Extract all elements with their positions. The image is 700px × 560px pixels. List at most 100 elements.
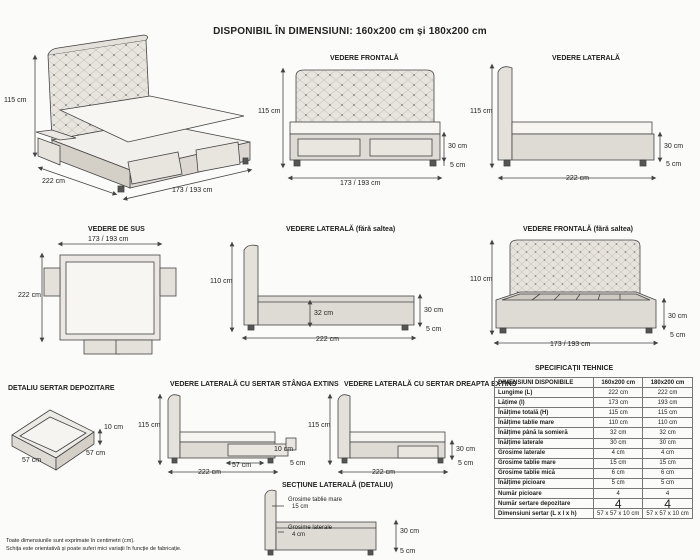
- dim-snm-side: 30 cm: [424, 307, 444, 314]
- spec-value: 5 cm: [592, 477, 644, 490]
- spec-value: 4: [592, 498, 644, 510]
- spec-value: 115 cm: [592, 407, 644, 419]
- spec-value: 193 cm: [642, 397, 693, 409]
- spec-name: Înălțime tablie mare: [494, 417, 594, 429]
- dim-snm-base: 32 cm: [314, 310, 334, 317]
- label-specs: SPECIFICAȚII TEHNICE: [535, 365, 614, 372]
- spec-value: 222 cm: [642, 387, 693, 399]
- label-side-right-drawer: VEDERE LATERALĂ CU SERTAR DREAPTA EXTINS: [344, 381, 517, 388]
- spec-name: Înălțime laterale: [494, 437, 594, 449]
- dim-snm-height: 110 cm: [210, 278, 233, 285]
- dim-side-side: 30 cm: [664, 143, 684, 150]
- spec-name: Lățime (l): [494, 397, 594, 409]
- page-title: DISPONIBIL ÎN DIMENSIUNI: 160x200 cm și …: [213, 26, 487, 37]
- spec-value: 15 cm: [592, 457, 644, 469]
- dim-sec-side-thickness: 4 cm: [292, 532, 306, 538]
- dim-sr-leg: 5 cm: [458, 460, 474, 467]
- dim-sl-length: 222 cm: [198, 469, 221, 476]
- drawer-detail-drawing: [11, 409, 95, 471]
- spec-value: 15 cm: [642, 457, 693, 469]
- side-right-drawer-bed: [337, 394, 446, 464]
- dim-drawer-width: 57 cm: [86, 450, 106, 457]
- dim-sl-height: 115 cm: [138, 422, 161, 429]
- specs-header-row: DIMENSIUNI DISPONIBILE 160x200 cm 180x20…: [494, 376, 693, 389]
- dim-drawer-length: 57 cm: [22, 457, 42, 464]
- dim-sr-height: 115 cm: [308, 422, 331, 429]
- specs-header-cell: 180x200 cm: [642, 376, 693, 389]
- dim-sr-length: 222 cm: [372, 469, 395, 476]
- dim-side-length: 222 cm: [566, 175, 589, 182]
- dim-line-perspective-width: [122, 168, 253, 201]
- spec-value: 4 cm: [642, 447, 693, 459]
- top-view-bed: [43, 254, 177, 355]
- section-detail-drawing: [264, 489, 377, 556]
- dim-snm-length: 222 cm: [316, 336, 339, 343]
- dim-front-side: 30 cm: [448, 143, 468, 150]
- dim-sec-frame: 15 cm: [292, 504, 309, 510]
- label-side-thickness: Grosime laterale: [288, 525, 333, 531]
- dim-sl-side: 10 cm: [274, 446, 294, 453]
- spec-value: 32 cm: [592, 427, 644, 439]
- dim-sl-drawer: 57 cm: [232, 462, 252, 469]
- dim-front-height: 115 cm: [258, 108, 281, 115]
- spec-value: 110 cm: [592, 417, 644, 429]
- label-front-no-mattress: VEDERE FRONTALĂ (fără saltea): [523, 226, 633, 233]
- spec-name: Dimensiuni sertar (L x l x h): [494, 508, 594, 520]
- spec-value: 173 cm: [592, 397, 644, 409]
- label-side-view: VEDERE LATERALĂ: [552, 55, 620, 62]
- spec-name: Grosime tablie mică: [494, 467, 594, 479]
- dim-sr-side: 30 cm: [456, 446, 476, 453]
- spec-value: 4: [642, 498, 693, 510]
- label-top-view: VEDERE DE SUS: [88, 226, 145, 233]
- spec-value: 110 cm: [642, 417, 693, 429]
- dim-top-length: 222 cm: [18, 292, 41, 299]
- spec-name: Grosime tablie mare: [494, 457, 594, 469]
- side-view-bed: [497, 66, 655, 167]
- dim-fnm-height: 110 cm: [470, 276, 493, 283]
- dim-fnm-width: 173 / 193 cm: [550, 341, 591, 348]
- spec-name: Număr sertare depozitare: [494, 498, 594, 510]
- dim-side-height: 115 cm: [470, 108, 493, 115]
- footnote: Toate dimensiunile sunt exprimate în cen…: [6, 538, 135, 544]
- dim-sec-leg: 5 cm: [400, 548, 416, 555]
- label-section-detail: SECȚIUNE LATERALĂ (DETALIU): [282, 482, 393, 489]
- side-view-no-mattress-bed: [243, 244, 415, 331]
- spec-value: 30 cm: [642, 437, 693, 449]
- dim-snm-leg: 5 cm: [426, 326, 442, 333]
- spec-value: 6 cm: [592, 467, 644, 479]
- dim-front-leg: 5 cm: [450, 162, 466, 169]
- spec-name: Înălțime până la somieră: [494, 427, 594, 439]
- label-front-view: VEDERE FRONTALĂ: [330, 55, 399, 62]
- footnote: Schița este orientativă și poate suferi …: [6, 546, 182, 552]
- dim-sec-side: 30 cm: [400, 528, 420, 535]
- label-drawer-detail: DETALIU SERTAR DEPOZITARE: [8, 385, 115, 392]
- table-row: Dimensiuni sertar (L x l x h)57 x 57 x 1…: [494, 508, 693, 520]
- specs-header-cell: DIMENSIUNI DISPONIBILE: [494, 376, 594, 389]
- dim-perspective-height: 115 cm: [4, 97, 27, 104]
- spec-value: 57 x 57 x 10 cm: [642, 508, 693, 520]
- spec-name: Număr picioare: [494, 488, 594, 500]
- spec-value: 222 cm: [592, 387, 644, 399]
- dim-front-width: 173 / 193 cm: [340, 180, 381, 187]
- dim-fnm-side: 30 cm: [668, 313, 688, 320]
- label-side-no-mattress: VEDERE LATERALĂ (fără saltea): [286, 226, 396, 233]
- spec-value: 57 x 57 x 10 cm: [592, 508, 644, 520]
- dim-perspective-length: 222 cm: [42, 178, 65, 185]
- front-view-no-mattress-bed: [495, 239, 657, 334]
- dim-side-leg: 5 cm: [666, 161, 682, 168]
- spec-value: 4 cm: [592, 447, 644, 459]
- spec-value: 32 cm: [642, 427, 693, 439]
- side-left-drawer-bed: [167, 394, 297, 464]
